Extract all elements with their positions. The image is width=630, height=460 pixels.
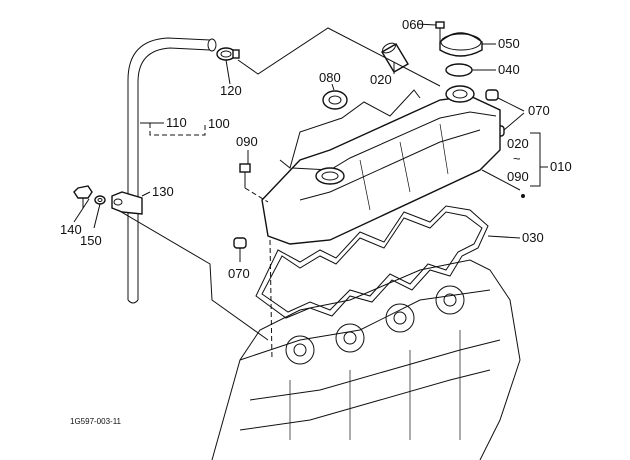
gasket-030 <box>255 205 489 319</box>
callout-140: 140 <box>60 222 82 237</box>
oil-seal-080 <box>322 90 348 110</box>
callout-080: 080 <box>319 70 341 85</box>
reference-dot <box>521 194 525 198</box>
callout-070-lower: 070 <box>228 266 250 281</box>
bolt-140 <box>73 185 93 208</box>
grommet-070-a <box>485 89 499 101</box>
cap-050 <box>439 32 483 57</box>
callout-130: 130 <box>152 184 174 199</box>
callout-050: 050 <box>498 36 520 51</box>
callout-020-lower: 020 <box>507 136 529 151</box>
hose-clamp <box>216 47 240 61</box>
hose-bracket <box>111 191 143 215</box>
grommet-070-c <box>233 237 247 249</box>
o-ring-040 <box>445 63 473 77</box>
callout-070-right: 070 <box>528 103 550 118</box>
bolt-090 <box>239 163 251 188</box>
callout-040: 040 <box>498 62 520 77</box>
washer-150 <box>94 195 106 205</box>
callout-090-range: 090 <box>507 169 529 184</box>
leader-lines <box>73 23 548 341</box>
callout-060: 060 <box>402 17 424 32</box>
breather-hose <box>127 37 217 304</box>
callout-110: 110 <box>166 115 187 130</box>
cylinder-head-cover <box>261 85 501 245</box>
callout-120: 120 <box>220 83 242 98</box>
sleeve-020 <box>381 42 409 73</box>
callout-100: 100 <box>208 116 230 131</box>
dashed-leader-lines <box>149 122 273 361</box>
tilde: ~ <box>513 151 521 166</box>
callout-030: 030 <box>522 230 544 245</box>
cylinder-head-block <box>211 259 521 460</box>
callout-090-bolt: 090 <box>236 134 258 149</box>
figure-code: 1G597-003-11 <box>70 417 122 426</box>
callout-020-upper: 020 <box>370 72 392 87</box>
callout-150: 150 <box>80 233 102 248</box>
callout-010: 010 <box>550 159 572 174</box>
